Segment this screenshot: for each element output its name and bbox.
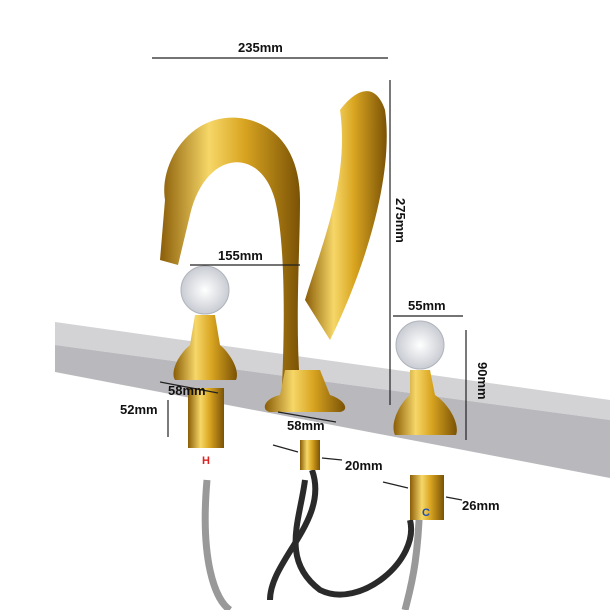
- hose: [267, 468, 319, 601]
- left-handle-bell: [173, 315, 238, 380]
- overall-height-label: 275mm: [393, 198, 408, 243]
- overall-width-label: 235mm: [238, 40, 283, 55]
- swan-spout: [160, 117, 300, 385]
- handle-height-label: 90mm: [475, 362, 490, 400]
- left-base-label: 58mm: [168, 383, 206, 398]
- spout-reach-label: 155mm: [218, 248, 263, 263]
- swan-wing: [305, 91, 387, 340]
- hose: [201, 479, 233, 610]
- spout-base-label: 58mm: [287, 418, 325, 433]
- cold-marker: C: [422, 507, 430, 519]
- dimension-lines: [152, 57, 467, 501]
- hose: [292, 479, 415, 598]
- shank-length-label: 52mm: [120, 402, 158, 417]
- spout-shank-label: 20mm: [345, 458, 383, 473]
- hot-marker: H: [202, 455, 210, 467]
- right-handle-bell: [393, 370, 457, 435]
- left-shank: [188, 388, 224, 448]
- right-crystal-handle: [395, 320, 445, 370]
- handle-width-label: 55mm: [408, 298, 446, 313]
- handle-shank-label: 26mm: [462, 498, 500, 513]
- spout-base: [264, 370, 346, 412]
- spout-shank: [300, 440, 320, 470]
- right-shank: [410, 475, 444, 520]
- left-crystal-handle: [180, 265, 230, 315]
